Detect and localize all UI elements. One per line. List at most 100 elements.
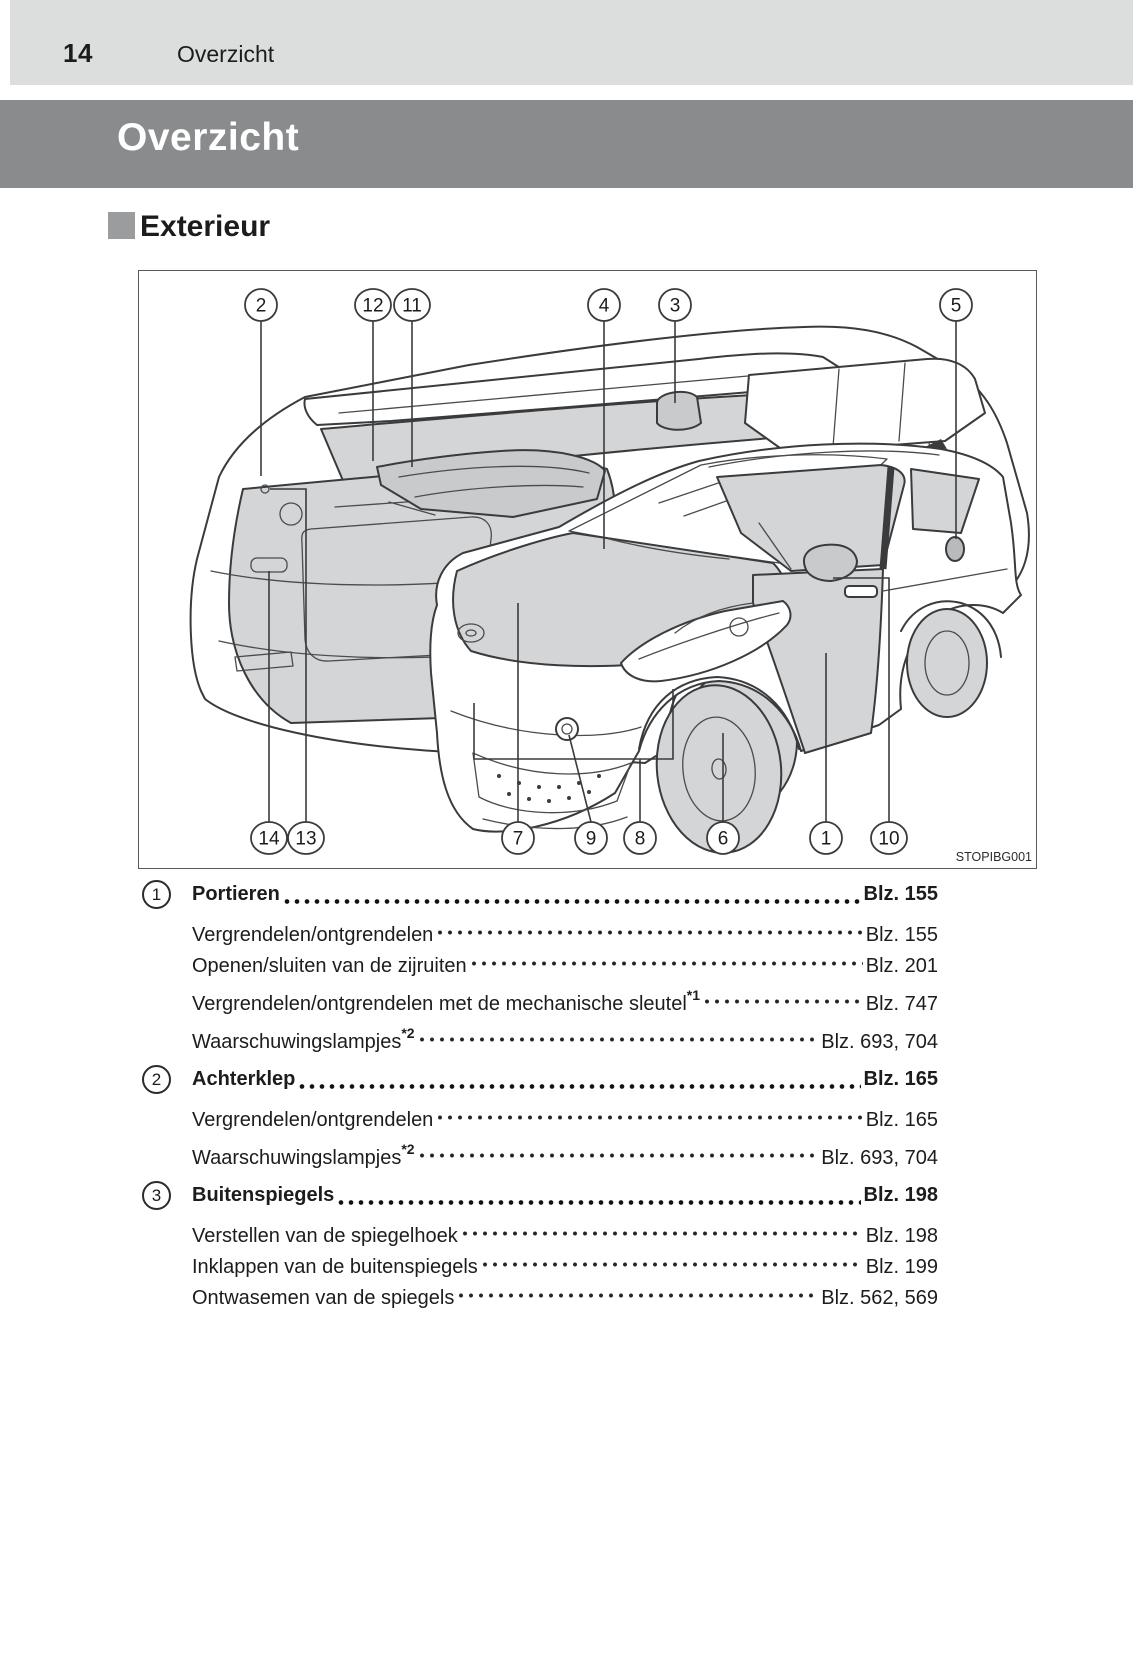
toc-sub-row: Openen/sluiten van de zijruiten Blz. 201 [138,941,938,977]
front-car-drawing [429,439,1022,854]
callout-leader-line [568,734,592,823]
toc-page-ref: Blz. 155 [865,924,938,946]
callout-circle [250,821,288,855]
toc-page-ref: Blz. 165 [865,1109,938,1131]
toc-number-cell: 1 [138,879,192,910]
callout-circle [354,288,392,322]
callout-number: 2 [256,296,267,317]
toc-item-label: Vergrendelen/ontgrendelen met de mechani… [192,987,701,1015]
running-header-title: Overzicht [177,41,275,67]
running-header-band [10,0,1133,85]
toc-sub-row: Inklappen van de buitenspiegels Blz. 199 [138,1242,938,1278]
toc-page-ref: Blz. 693, 704 [821,1147,938,1169]
figure-code: STOPIBG001 [956,850,1032,864]
footnote-marker: *2 [401,1025,415,1042]
callout-circle [658,288,692,322]
toc-page-ref: Blz. 198 [865,1225,938,1247]
dot-leader [469,960,863,967]
toc-item-label: Vergrendelen/ontgrendelen [192,924,434,946]
callout-number: 3 [670,296,681,317]
callout-circle [574,821,608,855]
callout-leader-line [833,577,890,822]
toc-item-label: Waarschuwingslampjes*2 [192,1141,415,1169]
toc-number-cell [138,1095,192,1126]
dot-leader [436,929,863,936]
callout-number: 9 [586,829,597,850]
dot-leader [480,1261,863,1268]
toc-page-ref: Blz. 201 [865,955,938,977]
toc-page-ref: Blz. 199 [865,1256,938,1278]
toc-main-row: 2 Achterklep Blz. 165 [138,1064,938,1095]
callout-number: 11 [402,296,422,317]
toc-page-ref: Blz. 562, 569 [821,1287,938,1309]
callout-number: 12 [362,296,383,317]
toc-number-cell [138,910,192,941]
toc-page-ref: Blz. 747 [865,993,938,1015]
toc-item-number: 2 [142,1065,171,1094]
dot-leader [457,1292,819,1299]
callout-circle [870,821,908,855]
callout-number: 13 [295,829,316,850]
toc-number-cell [138,1273,192,1304]
toc-sub-row: Waarschuwingslampjes*2 Blz. 693, 704 [138,1133,938,1169]
callout-number: 1 [821,829,832,850]
callout-number: 14 [258,829,280,850]
callout-number: 10 [878,829,899,850]
toc-number-cell [138,979,192,1010]
callout-circle [501,821,535,855]
callout-number: 7 [513,829,524,850]
toc-item-number: 1 [142,880,171,909]
toc-page-ref: Blz. 198 [863,1184,938,1206]
section-title: Exterieur [140,210,271,243]
chapter-title-bar [0,100,1133,188]
toc-number-cell [138,1133,192,1164]
page-number: 14 [63,38,93,68]
callout-circle [623,821,657,855]
toc-page-ref: Blz. 155 [863,883,938,905]
exterior-diagram: 2 12 11 4 3 5 14 13 7 9 8 6 1 10 STOPIBG001 [138,270,1037,869]
toc-item-label: Achterklep [192,1068,296,1090]
callout-leader-line [270,488,307,822]
toc-number-cell [138,1242,192,1273]
toc-number-cell [138,941,192,972]
callout-number: 6 [718,829,729,850]
toc-main-row: 3 Buitenspiegels Blz. 198 [138,1180,938,1211]
toc-page-ref: Blz. 693, 704 [821,1031,938,1053]
toc-item-label: Waarschuwingslampjes*2 [192,1025,415,1053]
footnote-marker: *2 [401,1141,415,1158]
toc-item-label: Ontwasemen van de spiegels [192,1287,455,1309]
toc-item-number: 3 [142,1181,171,1210]
callout-number: 5 [951,296,962,317]
dot-leader [460,1230,863,1237]
toc-page-ref: Blz. 165 [863,1068,938,1090]
toc-number-cell: 3 [138,1180,192,1211]
callout-circle [939,288,973,322]
toc-number-cell [138,1017,192,1048]
toc-item-label: Inklappen van de buitenspiegels [192,1256,478,1278]
callout-layer: 2 12 11 4 3 5 14 13 7 9 8 6 1 10 [244,288,973,855]
toc-item-label: Buitenspiegels [192,1184,335,1206]
dot-leader [417,1152,819,1159]
callout-circle [706,821,740,855]
chapter-title: Overzicht [117,116,300,159]
callout-number: 8 [635,829,646,850]
callout-number: 4 [599,296,610,317]
dot-leader [417,1036,819,1043]
toc-number-cell: 2 [138,1064,192,1095]
callout-circle [287,821,325,855]
callout-circle [587,288,621,322]
toc-number-cell [138,1211,192,1242]
callout-circle [393,288,431,322]
toc-item-label: Openen/sluiten van de zijruiten [192,955,467,977]
toc-item-label: Verstellen van de spiegelhoek [192,1225,458,1247]
dot-leader [298,1083,861,1090]
dot-leader [282,898,861,905]
toc-sub-row: Waarschuwingslampjes*2 Blz. 693, 704 [138,1017,938,1053]
toc-sub-row: Ontwasemen van de spiegels Blz. 562, 569 [138,1273,938,1309]
section-bullet-square [108,212,135,239]
dot-leader [703,998,863,1005]
callout-bracket-line [473,689,674,760]
